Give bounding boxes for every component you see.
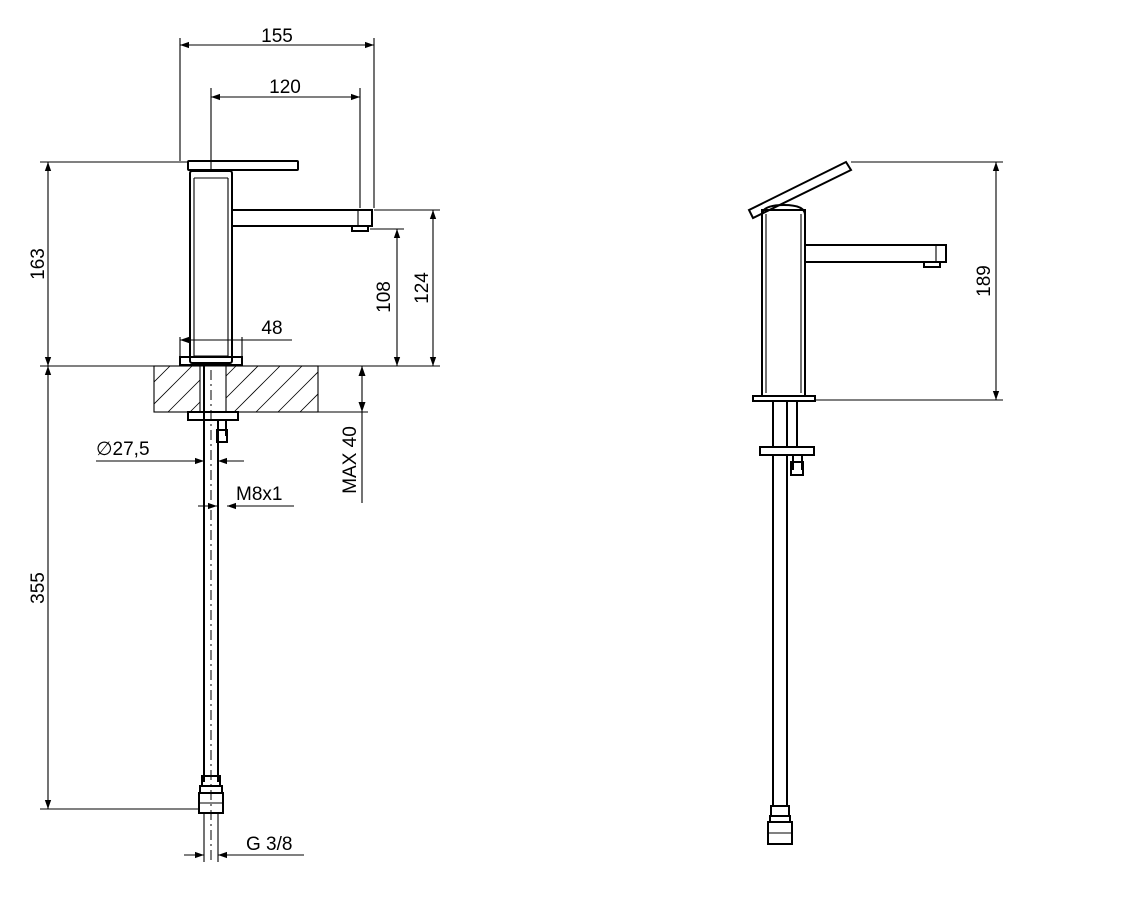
dim-m8x1-label: M8x1	[236, 484, 282, 505]
side-faucet-body	[761, 209, 806, 397]
spout	[232, 209, 373, 227]
dim-189-label: 189	[974, 265, 995, 297]
dim-124-label: 124	[412, 272, 433, 304]
handle-lever	[187, 160, 299, 171]
front-dimensions: 155 120 163 124 108 48 ∅27,5 M8x1	[28, 26, 440, 859]
side-handle-lever	[747, 160, 853, 220]
side-spout	[805, 244, 947, 263]
dim-g38-label: G 3/8	[246, 834, 292, 855]
fixing-washer	[187, 411, 239, 421]
dim-163-label: 163	[28, 248, 49, 280]
front-view	[153, 160, 373, 862]
deck-section	[153, 365, 319, 413]
faucet-body	[189, 170, 233, 364]
aerator	[351, 225, 369, 232]
dim-48-label: 48	[261, 318, 282, 339]
base-flange	[179, 356, 243, 366]
dim-120-label: 120	[269, 77, 301, 98]
dim-155-label: 155	[261, 26, 293, 47]
dim-108-label: 108	[374, 281, 395, 313]
side-fixing-washer	[759, 446, 815, 456]
side-fixing-nut	[790, 461, 804, 476]
side-base-flange	[752, 395, 816, 402]
dim-max40-label: MAX 40	[340, 426, 361, 494]
dim-355-label: 355	[28, 572, 49, 604]
side-dimensions: 189	[815, 161, 1003, 401]
dim-diameter-label: ∅27,5	[96, 439, 150, 460]
side-view	[747, 160, 947, 845]
side-aerator	[923, 261, 941, 268]
